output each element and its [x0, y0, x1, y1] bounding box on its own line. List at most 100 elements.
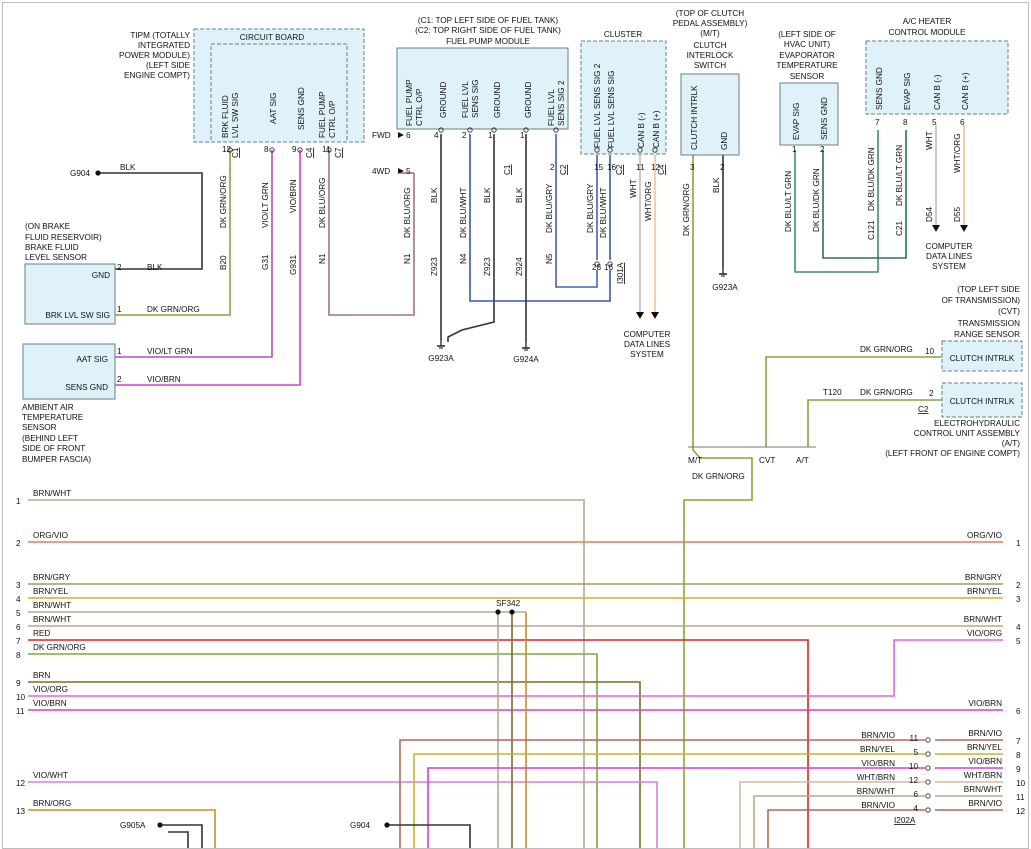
ehc-box [941, 382, 1023, 418]
label-wht-ac: WHT [925, 131, 934, 150]
label-c1: C1 [231, 147, 240, 158]
label-tipm_pin_aat: AAT SIG [269, 92, 278, 124]
left-row-number-2: 2 [16, 539, 21, 548]
label-g31: G31 [261, 254, 270, 270]
label-cis_3: (M/T) [700, 29, 720, 38]
label-bfs_3: BRAKE FLUID [25, 243, 79, 252]
i202a-pin-1: 11 [910, 734, 919, 743]
g904-dot [95, 170, 101, 176]
label-z923b: Z923 [483, 257, 492, 276]
i202a-pin-6: 4 [913, 804, 918, 813]
wire-i202a-3 [427, 767, 925, 849]
i301a-splice-2 [607, 261, 613, 267]
label-ac_1: A/C HEATER [903, 17, 952, 26]
label-ac_pin_1: SENS GND [875, 67, 884, 110]
label-g923a: G923A [428, 354, 454, 363]
label-trs_3: (CVT) [998, 307, 1020, 316]
right-row-label-1: ORG/VIO [967, 531, 1002, 540]
i202a-inner-label-1: BRN/VIO [861, 731, 895, 740]
arrow-ac-can-plus [960, 225, 968, 232]
g905a-dot [157, 822, 163, 828]
label-tipm_pin_brk_2: LVL SW SIG [231, 93, 240, 139]
label-trs_1: (TOP LEFT SIDE [957, 285, 1020, 294]
wire-i202a-5 [753, 795, 925, 849]
clutch-interlock-switch-box [680, 73, 740, 156]
right-row-number-4: 4 [1016, 623, 1021, 632]
wire-i202a-6 [767, 809, 925, 849]
arrow-4wd [398, 168, 404, 174]
label-dk_blu_lt_grn: DK BLU/LT GRN [784, 171, 793, 232]
left-row-number-13: 13 [16, 807, 26, 816]
pin-label-4: 6 [406, 131, 411, 140]
tipm-circuit-board [210, 43, 348, 143]
label-ac_2: CONTROL MODULE [888, 28, 966, 37]
label-z924: Z924 [515, 257, 524, 276]
fuel-pump-module-box [396, 47, 569, 130]
label-cl_pin_1: FUEL LVL SENS SIG 2 [593, 63, 602, 148]
i202a-splice-1 [925, 737, 931, 743]
pin-label-8: 1 [488, 131, 493, 140]
label-trs_5: RANGE SENSOR [954, 330, 1020, 339]
label-vio-brn-aat: VIO/BRN [147, 375, 181, 384]
label-blk-z923: BLK [430, 187, 439, 203]
aat-sensor-box [22, 343, 116, 400]
i202a-pin-5: 6 [913, 790, 918, 799]
label-fpm_pin_lvl2_1: FUEL LVL [547, 89, 556, 126]
wire-dk-grn-org-t120 [807, 399, 942, 447]
pin-label-14: 12 [651, 163, 661, 172]
label-fpm_pin_lvl_2: SENS SIG [471, 79, 480, 118]
label-evap_2: HVAC UNIT) [784, 40, 831, 49]
evap-sensor-box [779, 82, 839, 146]
i202a-splice-5 [925, 793, 931, 799]
label-ac_pin_2: EVAP SIG [903, 73, 912, 110]
cluster-box [580, 40, 667, 155]
left-row-number-5: 5 [16, 609, 21, 618]
wire-i202a-1 [399, 739, 925, 849]
left-row-label-8: DK GRN/ORG [33, 643, 86, 652]
pin-label-0: 12 [222, 145, 232, 154]
pin-label-17: 1 [792, 145, 797, 154]
left-row-number-11: 11 [16, 707, 25, 716]
right-row-label-12: BRN/VIO [968, 799, 1002, 808]
label-fpm_1: (C1: TOP LEFT SIDE OF FUEL TANK) [418, 16, 559, 25]
label-cl_pin_4: CAN B (+) [652, 110, 661, 148]
label-blk: BLK [120, 163, 136, 172]
wire-dk-blu-gry-n5 [555, 134, 598, 288]
wire-blk-z923b [447, 134, 495, 342]
label-evap_5: SENSOR [790, 72, 825, 81]
label-g904_top: G904 [70, 169, 90, 178]
label-mt: M/T [688, 456, 702, 465]
label-evap_4: TEMPERATURE [776, 61, 838, 70]
label-dk_grn_org: DK GRN/ORG [219, 175, 228, 228]
label-ehc_1: ELECTROHYDRAULIC [934, 419, 1020, 428]
label-tipm_pin_brk_1: BRK FLUID [221, 95, 230, 138]
label-d54: D54 [925, 207, 934, 222]
sf342-dot-b [509, 609, 515, 615]
label-fpm_pin_gnd3: GROUND [524, 82, 533, 118]
wire-row10-vio-org [28, 639, 1003, 697]
label-sf342: SF342 [496, 599, 521, 608]
right-row-label-3: BRN/YEL [967, 587, 1002, 596]
pin-label-23: 2 [117, 263, 122, 272]
pin-label-26: 2 [117, 375, 122, 384]
label-evap_3: EVAPORATOR [779, 51, 835, 60]
right-row-number-7: 7 [1016, 737, 1021, 746]
label-dk_blu_gry: DK BLU/GRY [545, 183, 554, 233]
right-row-number-11: 11 [1016, 793, 1025, 802]
label-c2-fpm: C2 [559, 164, 568, 175]
arrow-can-plus [651, 312, 659, 319]
label-evap_1: (LEFT SIDE OF [778, 30, 836, 39]
tipm-splice-3 [297, 147, 303, 153]
label-cdl_1: COMPUTER [624, 330, 671, 339]
label-dk-blu-dk-grn-ac: DK BLU/DK GRN [867, 147, 876, 211]
label-cdl2_2: DATA LINES [926, 252, 973, 261]
pin-label-28: 2 [929, 389, 934, 398]
label-cis_6: SWITCH [694, 61, 726, 70]
left-row-label-3: BRN/GRY [33, 573, 71, 582]
label-cis_1: (TOP OF CLUTCH [676, 9, 744, 18]
wire-dk-grn-org-clutch [683, 155, 753, 849]
label-dk-blu-wht-cl: DK BLU/WHT [599, 188, 608, 239]
label-g931: G931 [289, 255, 298, 275]
label-ehc_4: (LEFT FRONT OF ENGINE COMPT) [885, 449, 1020, 458]
label-fourwd: 4WD [372, 167, 390, 176]
